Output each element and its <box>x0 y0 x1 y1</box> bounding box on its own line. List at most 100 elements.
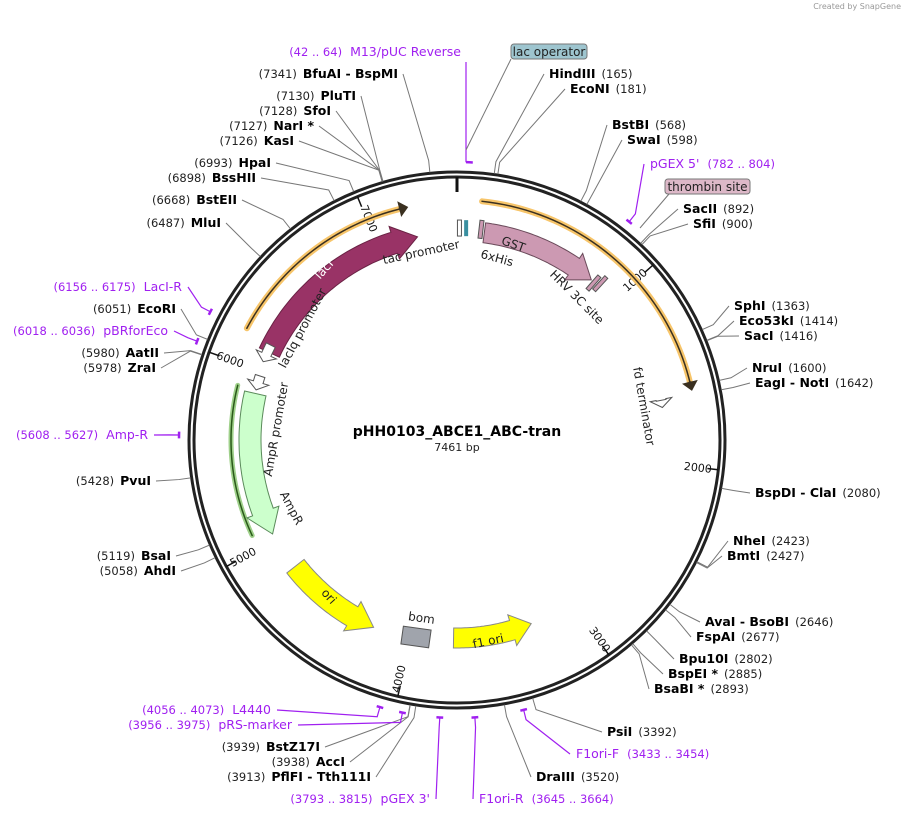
boxed-feature-label[interactable]: thrombin site <box>667 180 747 194</box>
enzyme-label[interactable]: (6668)BstEII <box>152 192 237 207</box>
enzyme-label[interactable]: BsaBI *(2893) <box>654 681 749 696</box>
tick-label: 6000 <box>215 349 246 371</box>
enzyme-leader-line <box>721 382 751 391</box>
primer-label[interactable]: (3956 .. 3975)pRS-marker <box>128 717 293 732</box>
primer-label[interactable]: (6156 .. 6175)LacI-R <box>53 279 182 294</box>
enzyme-label[interactable]: EagI - NotI(1642) <box>755 375 873 390</box>
enzyme-leader-line <box>260 177 335 201</box>
tick-label: 2000 <box>683 460 712 476</box>
primer-label[interactable]: (6018 .. 6036) pBRforEco <box>13 323 168 338</box>
enzyme-name: EcoRI <box>137 301 176 316</box>
enzyme-position: (2893) <box>710 682 748 696</box>
enzyme-label[interactable]: Bpu10I(2802) <box>679 651 773 666</box>
enzyme-label[interactable]: NheI(2423) <box>733 533 810 548</box>
primer-name: pBRforEco <box>103 323 168 338</box>
enzyme-name: SfiI <box>693 216 716 231</box>
enzyme-name: NruI <box>752 360 782 375</box>
enzyme-label[interactable]: (7128)SfoI <box>259 103 331 118</box>
enzyme-label[interactable]: SphI(1363) <box>734 298 810 313</box>
enzyme-label[interactable]: AvaI - BsoBI(2646) <box>705 614 833 629</box>
enzyme-label[interactable]: PsiI(3392) <box>607 724 677 739</box>
enzyme-leader-line <box>630 644 650 690</box>
enzyme-label[interactable]: SwaI(598) <box>627 132 698 147</box>
enzyme-label[interactable]: (6051)EcoRI <box>93 301 176 316</box>
enzyme-name: BmtI <box>727 548 760 563</box>
enzyme-label[interactable]: EcoNI(181) <box>570 81 647 96</box>
orf-line-right <box>481 200 692 387</box>
primer-label[interactable]: pGEX 5'(782 .. 804) <box>650 156 775 171</box>
enzyme-position: (568) <box>655 118 686 132</box>
enzyme-label[interactable]: SfiI(900) <box>693 216 753 231</box>
feature-lac-operator-mark <box>464 220 469 237</box>
enzyme-label[interactable]: HindIII(165) <box>549 66 632 81</box>
enzyme-name: BssHII <box>212 170 256 185</box>
enzyme-label[interactable]: (5058)AhdI <box>100 563 176 578</box>
enzyme-label[interactable]: (7341)BfuAI - BspMI <box>259 66 398 81</box>
enzyme-label[interactable]: FspAI(2677) <box>696 629 780 644</box>
enzyme-label[interactable]: (5428)PvuI <box>76 473 151 488</box>
feature-fd-terminator <box>648 396 674 409</box>
enzyme-label[interactable]: DraIII(3520) <box>536 769 619 784</box>
enzyme-leader-line <box>646 630 675 660</box>
primer-label[interactable]: (5608 .. 5627)Amp-R <box>16 427 148 442</box>
enzyme-leader-line <box>402 73 431 173</box>
enzyme-label[interactable]: (3913)PflFI - Tth111I <box>227 769 371 784</box>
enzyme-label[interactable]: (5119)BsaI <box>97 548 171 563</box>
enzyme-label[interactable]: (7127)NarI * <box>229 118 314 133</box>
boxed-feature-label-bg <box>510 43 588 60</box>
enzyme-name: SacI <box>744 328 774 343</box>
primer-name: pGEX 5' <box>650 156 699 171</box>
enzyme-label[interactable]: (7130)PluTI <box>276 88 356 103</box>
primer-leader-line <box>523 709 571 755</box>
enzyme-name: PflFI - Tth111I <box>271 769 371 784</box>
feature-bom <box>400 625 432 649</box>
enzyme-label[interactable]: (6898) BssHII <box>168 170 256 185</box>
primer-range: (3645 .. 3664) <box>532 792 614 806</box>
enzyme-label[interactable]: BstBI(568) <box>612 117 686 132</box>
boxed-feature-label[interactable]: lac operator <box>513 45 586 59</box>
enzyme-label[interactable]: (5980)AatII <box>81 345 159 360</box>
enzyme-label[interactable]: BspDI - ClaI(2080) <box>755 485 881 500</box>
primer-label[interactable]: F1ori-R(3645 .. 3664) <box>479 791 614 806</box>
enzyme-label[interactable]: BmtI(2427) <box>727 548 804 563</box>
enzyme-position: (892) <box>723 202 754 216</box>
enzyme-label[interactable]: (3939)BstZ17I <box>222 739 320 754</box>
primer-label[interactable]: (3793 .. 3815)pGEX 3' <box>290 791 430 806</box>
enzyme-name: MluI <box>191 215 221 230</box>
enzyme-name: Bpu10I <box>679 651 728 666</box>
enzyme-position: (6898) <box>168 171 206 185</box>
enzyme-label[interactable]: Eco53kI(1414) <box>739 313 838 328</box>
enzyme-label[interactable]: SacII(892) <box>683 201 754 216</box>
enzyme-leader-line <box>175 544 210 557</box>
enzyme-label[interactable]: (7126)KasI <box>220 133 294 148</box>
enzyme-position: (1416) <box>780 329 818 343</box>
enzyme-leader-line <box>318 125 383 182</box>
primer-label[interactable]: F1ori-F(3433 .. 3454) <box>576 746 709 761</box>
primer-range: (3793 .. 3815) <box>290 792 372 806</box>
enzyme-position: (598) <box>667 133 698 147</box>
primer-name: M13/pUC Reverse <box>350 44 461 59</box>
enzyme-label[interactable]: (6487)MluI <box>146 215 221 230</box>
enzyme-label[interactable]: NruI(1600) <box>752 360 826 375</box>
feature-label-AmpR: AmpR <box>277 489 306 527</box>
primer-range: (6018 .. 6036) <box>13 324 95 338</box>
feature-lacI <box>258 225 419 358</box>
enzyme-label[interactable]: (6993)HpaI <box>194 155 271 170</box>
enzyme-name: SfoI <box>303 103 331 118</box>
enzyme-name: EagI - NotI <box>755 375 829 390</box>
primer-label[interactable]: (4056 .. 4073)L4440 <box>142 702 271 717</box>
enzyme-name: NarI * <box>273 118 314 133</box>
enzyme-name: AatII <box>126 345 159 360</box>
enzyme-name: BspDI - ClaI <box>755 485 836 500</box>
tick-mark <box>208 351 220 357</box>
enzyme-label[interactable]: SacI (1416) <box>744 328 818 343</box>
enzyme-label[interactable]: (3938)AccI <box>272 754 345 769</box>
enzyme-label[interactable]: BspEI *(2885) <box>668 666 762 681</box>
primer-label[interactable]: (42 .. 64)M13/pUC Reverse <box>289 44 461 59</box>
primer-name: L4440 <box>232 702 271 717</box>
enzyme-position: (2677) <box>741 630 779 644</box>
enzyme-name: NheI <box>733 533 766 548</box>
enzyme-label[interactable]: (5978)ZraI <box>83 360 156 375</box>
primer-name: pRS-marker <box>218 717 293 732</box>
